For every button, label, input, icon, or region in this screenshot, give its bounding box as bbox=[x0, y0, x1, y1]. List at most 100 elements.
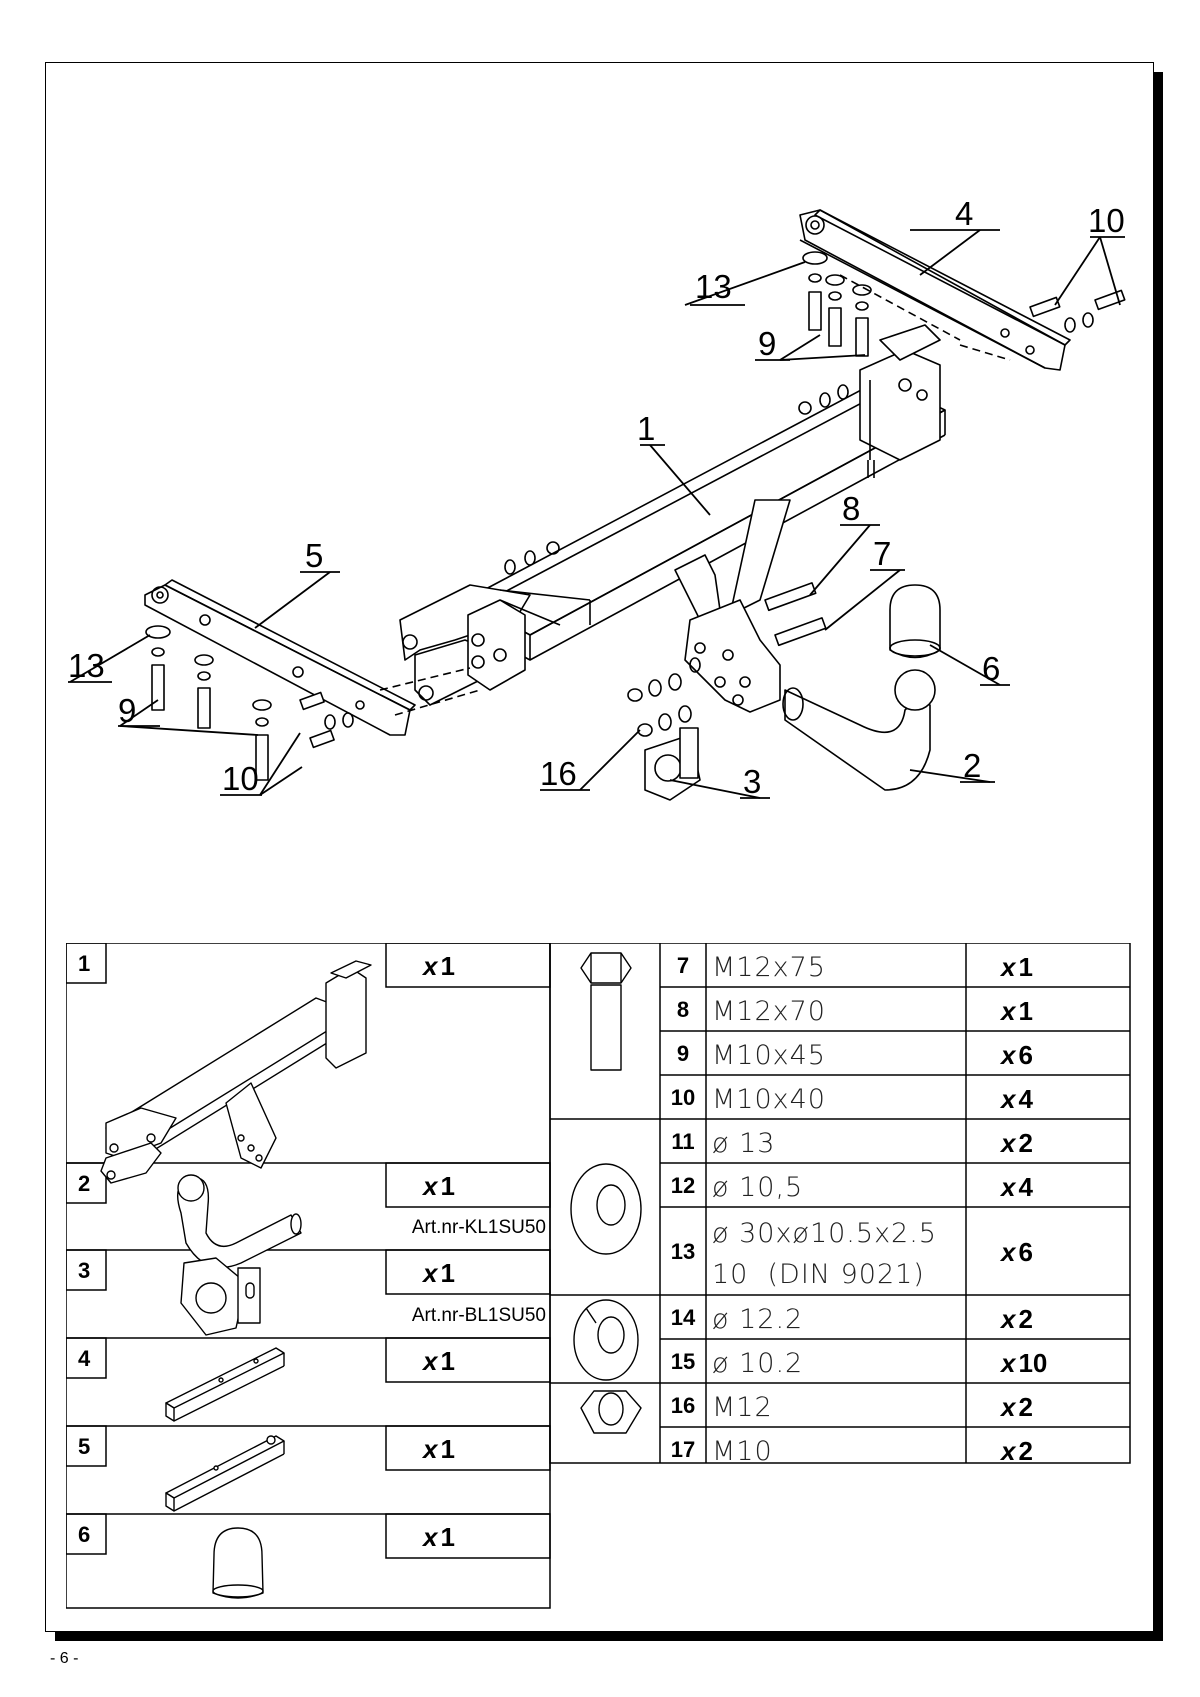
callout-7: 7 bbox=[873, 535, 891, 572]
left-hardware-drawing bbox=[145, 625, 354, 781]
qty-x-16: x bbox=[999, 1392, 1017, 1422]
svg-text:x1: x1 bbox=[421, 951, 455, 981]
assembly-drawing: 4 10 13 9 1 8 7 6 5 13 9 10 16 3 2 bbox=[68, 195, 1126, 801]
part-num-7: 7 bbox=[677, 953, 689, 978]
spec-15: ø 10.2 bbox=[712, 1348, 803, 1379]
spec-17: M10 bbox=[712, 1436, 773, 1467]
spec-10: M10x40 bbox=[712, 1084, 826, 1115]
bracket-4-drawing bbox=[799, 209, 1071, 371]
thumb-nut bbox=[580, 1390, 642, 1434]
leader-lines bbox=[68, 229, 1125, 799]
qty-x-4: x bbox=[421, 1346, 439, 1376]
callout-13-right: 13 bbox=[695, 268, 732, 305]
callout-8: 8 bbox=[842, 490, 860, 527]
qty-x-10: x bbox=[999, 1084, 1017, 1114]
qty-1: 1 bbox=[440, 951, 454, 981]
svg-text:x2: x2 bbox=[999, 1436, 1033, 1466]
qty-2: 1 bbox=[440, 1171, 454, 1201]
qty-9: 6 bbox=[1018, 1040, 1032, 1070]
svg-text:x4: x4 bbox=[999, 1084, 1033, 1114]
callout-9-left: 9 bbox=[118, 692, 136, 729]
qty-x-11: x bbox=[999, 1128, 1017, 1158]
svg-text:x1: x1 bbox=[421, 1434, 455, 1464]
callout-6: 6 bbox=[982, 650, 1000, 687]
thumb-flat-washer bbox=[570, 1163, 642, 1255]
qty-x-5: x bbox=[421, 1434, 439, 1464]
thumb-crossbar bbox=[100, 960, 372, 1184]
art-nr-towball: Art.nr-KL1SU50 bbox=[412, 1217, 546, 1238]
callout-3: 3 bbox=[743, 763, 761, 800]
part-num-13: 13 bbox=[671, 1239, 695, 1264]
qty-13: 6 bbox=[1018, 1237, 1032, 1267]
qty-x-6: x bbox=[421, 1522, 439, 1552]
thumb-ball-cap bbox=[212, 1527, 264, 1599]
ball-cap-drawing bbox=[889, 584, 941, 659]
part-num-14: 14 bbox=[671, 1305, 696, 1330]
frame-shadow-right bbox=[1154, 72, 1163, 1640]
qty-14: 2 bbox=[1018, 1304, 1032, 1334]
qty-x-13: x bbox=[999, 1237, 1017, 1267]
part-num-9: 9 bbox=[677, 1041, 689, 1066]
callout-2: 2 bbox=[963, 747, 981, 784]
qty-x-7: x bbox=[999, 952, 1017, 982]
part-num-11: 11 bbox=[671, 1129, 694, 1154]
qty-15: 10 bbox=[1018, 1348, 1047, 1378]
spec-13-line1: ø 30xø10.5x2.5 bbox=[712, 1218, 937, 1249]
qty-7: 1 bbox=[1018, 952, 1032, 982]
callout-13-left: 13 bbox=[68, 647, 105, 684]
crossbar-drawing bbox=[399, 324, 946, 713]
towball-drawing bbox=[782, 669, 936, 791]
spec-12: ø 10,5 bbox=[712, 1172, 803, 1203]
bracket-5-drawing bbox=[144, 579, 481, 736]
spec-14: ø 12.2 bbox=[712, 1304, 803, 1335]
spec-16: M12 bbox=[712, 1392, 773, 1423]
svg-text:x2: x2 bbox=[999, 1392, 1033, 1422]
towball-bolts-drawing bbox=[627, 582, 827, 737]
callout-5: 5 bbox=[305, 537, 323, 574]
svg-text:x1: x1 bbox=[421, 1522, 455, 1552]
qty-x-2: x bbox=[421, 1171, 439, 1201]
qty-3: 1 bbox=[440, 1258, 454, 1288]
svg-text:x2: x2 bbox=[999, 1128, 1033, 1158]
callout-16: 16 bbox=[540, 755, 577, 792]
qty-6: 1 bbox=[440, 1522, 454, 1552]
qty-17: 2 bbox=[1018, 1436, 1032, 1466]
qty-16: 2 bbox=[1018, 1392, 1032, 1422]
callout-4: 4 bbox=[955, 195, 973, 232]
qty-4: 1 bbox=[440, 1346, 454, 1376]
part-num-12: 12 bbox=[671, 1173, 695, 1198]
thumb-bolt bbox=[580, 952, 632, 1071]
part-num-10: 10 bbox=[671, 1085, 695, 1110]
callout-10-right: 10 bbox=[1088, 202, 1125, 239]
callout-9-right: 9 bbox=[758, 325, 776, 362]
part-num-6: 6 bbox=[78, 1522, 90, 1547]
parts-table: 1 2 3 4 5 6 x1 x1 x1 x1 x1 x1 Art.nr-KL1… bbox=[66, 943, 1131, 1609]
part-num-4: 4 bbox=[78, 1346, 91, 1371]
thumb-bracket-5 bbox=[165, 1435, 285, 1512]
qty-x-3: x bbox=[421, 1258, 439, 1288]
qty-x-8: x bbox=[999, 996, 1017, 1026]
svg-text:x1: x1 bbox=[421, 1346, 455, 1376]
spec-13-line2: 10 (DIN 9021) bbox=[712, 1259, 925, 1290]
svg-text:x1: x1 bbox=[999, 952, 1033, 982]
part-num-8: 8 bbox=[677, 997, 689, 1022]
svg-text:x10: x10 bbox=[999, 1348, 1047, 1378]
page-number: - 6 - bbox=[50, 1650, 79, 1667]
qty-12: 4 bbox=[1018, 1172, 1033, 1202]
thumb-towball bbox=[177, 1174, 302, 1269]
qty-5: 1 bbox=[440, 1434, 454, 1464]
part-num-3: 3 bbox=[78, 1258, 90, 1283]
part-num-2: 2 bbox=[78, 1171, 90, 1196]
qty-x-15: x bbox=[999, 1348, 1017, 1378]
svg-text:x6: x6 bbox=[999, 1237, 1033, 1267]
callout-1: 1 bbox=[637, 410, 655, 447]
qty-x-1: x bbox=[421, 951, 439, 981]
part-num-5: 5 bbox=[78, 1434, 90, 1459]
spec-8: M12x70 bbox=[712, 996, 826, 1027]
svg-text:x4: x4 bbox=[999, 1172, 1033, 1202]
svg-text:x1: x1 bbox=[421, 1258, 455, 1288]
thumb-bracket-4 bbox=[165, 1347, 285, 1422]
qty-8: 1 bbox=[1018, 996, 1032, 1026]
qty-11: 2 bbox=[1018, 1128, 1032, 1158]
thumb-spring-washer bbox=[573, 1299, 639, 1381]
